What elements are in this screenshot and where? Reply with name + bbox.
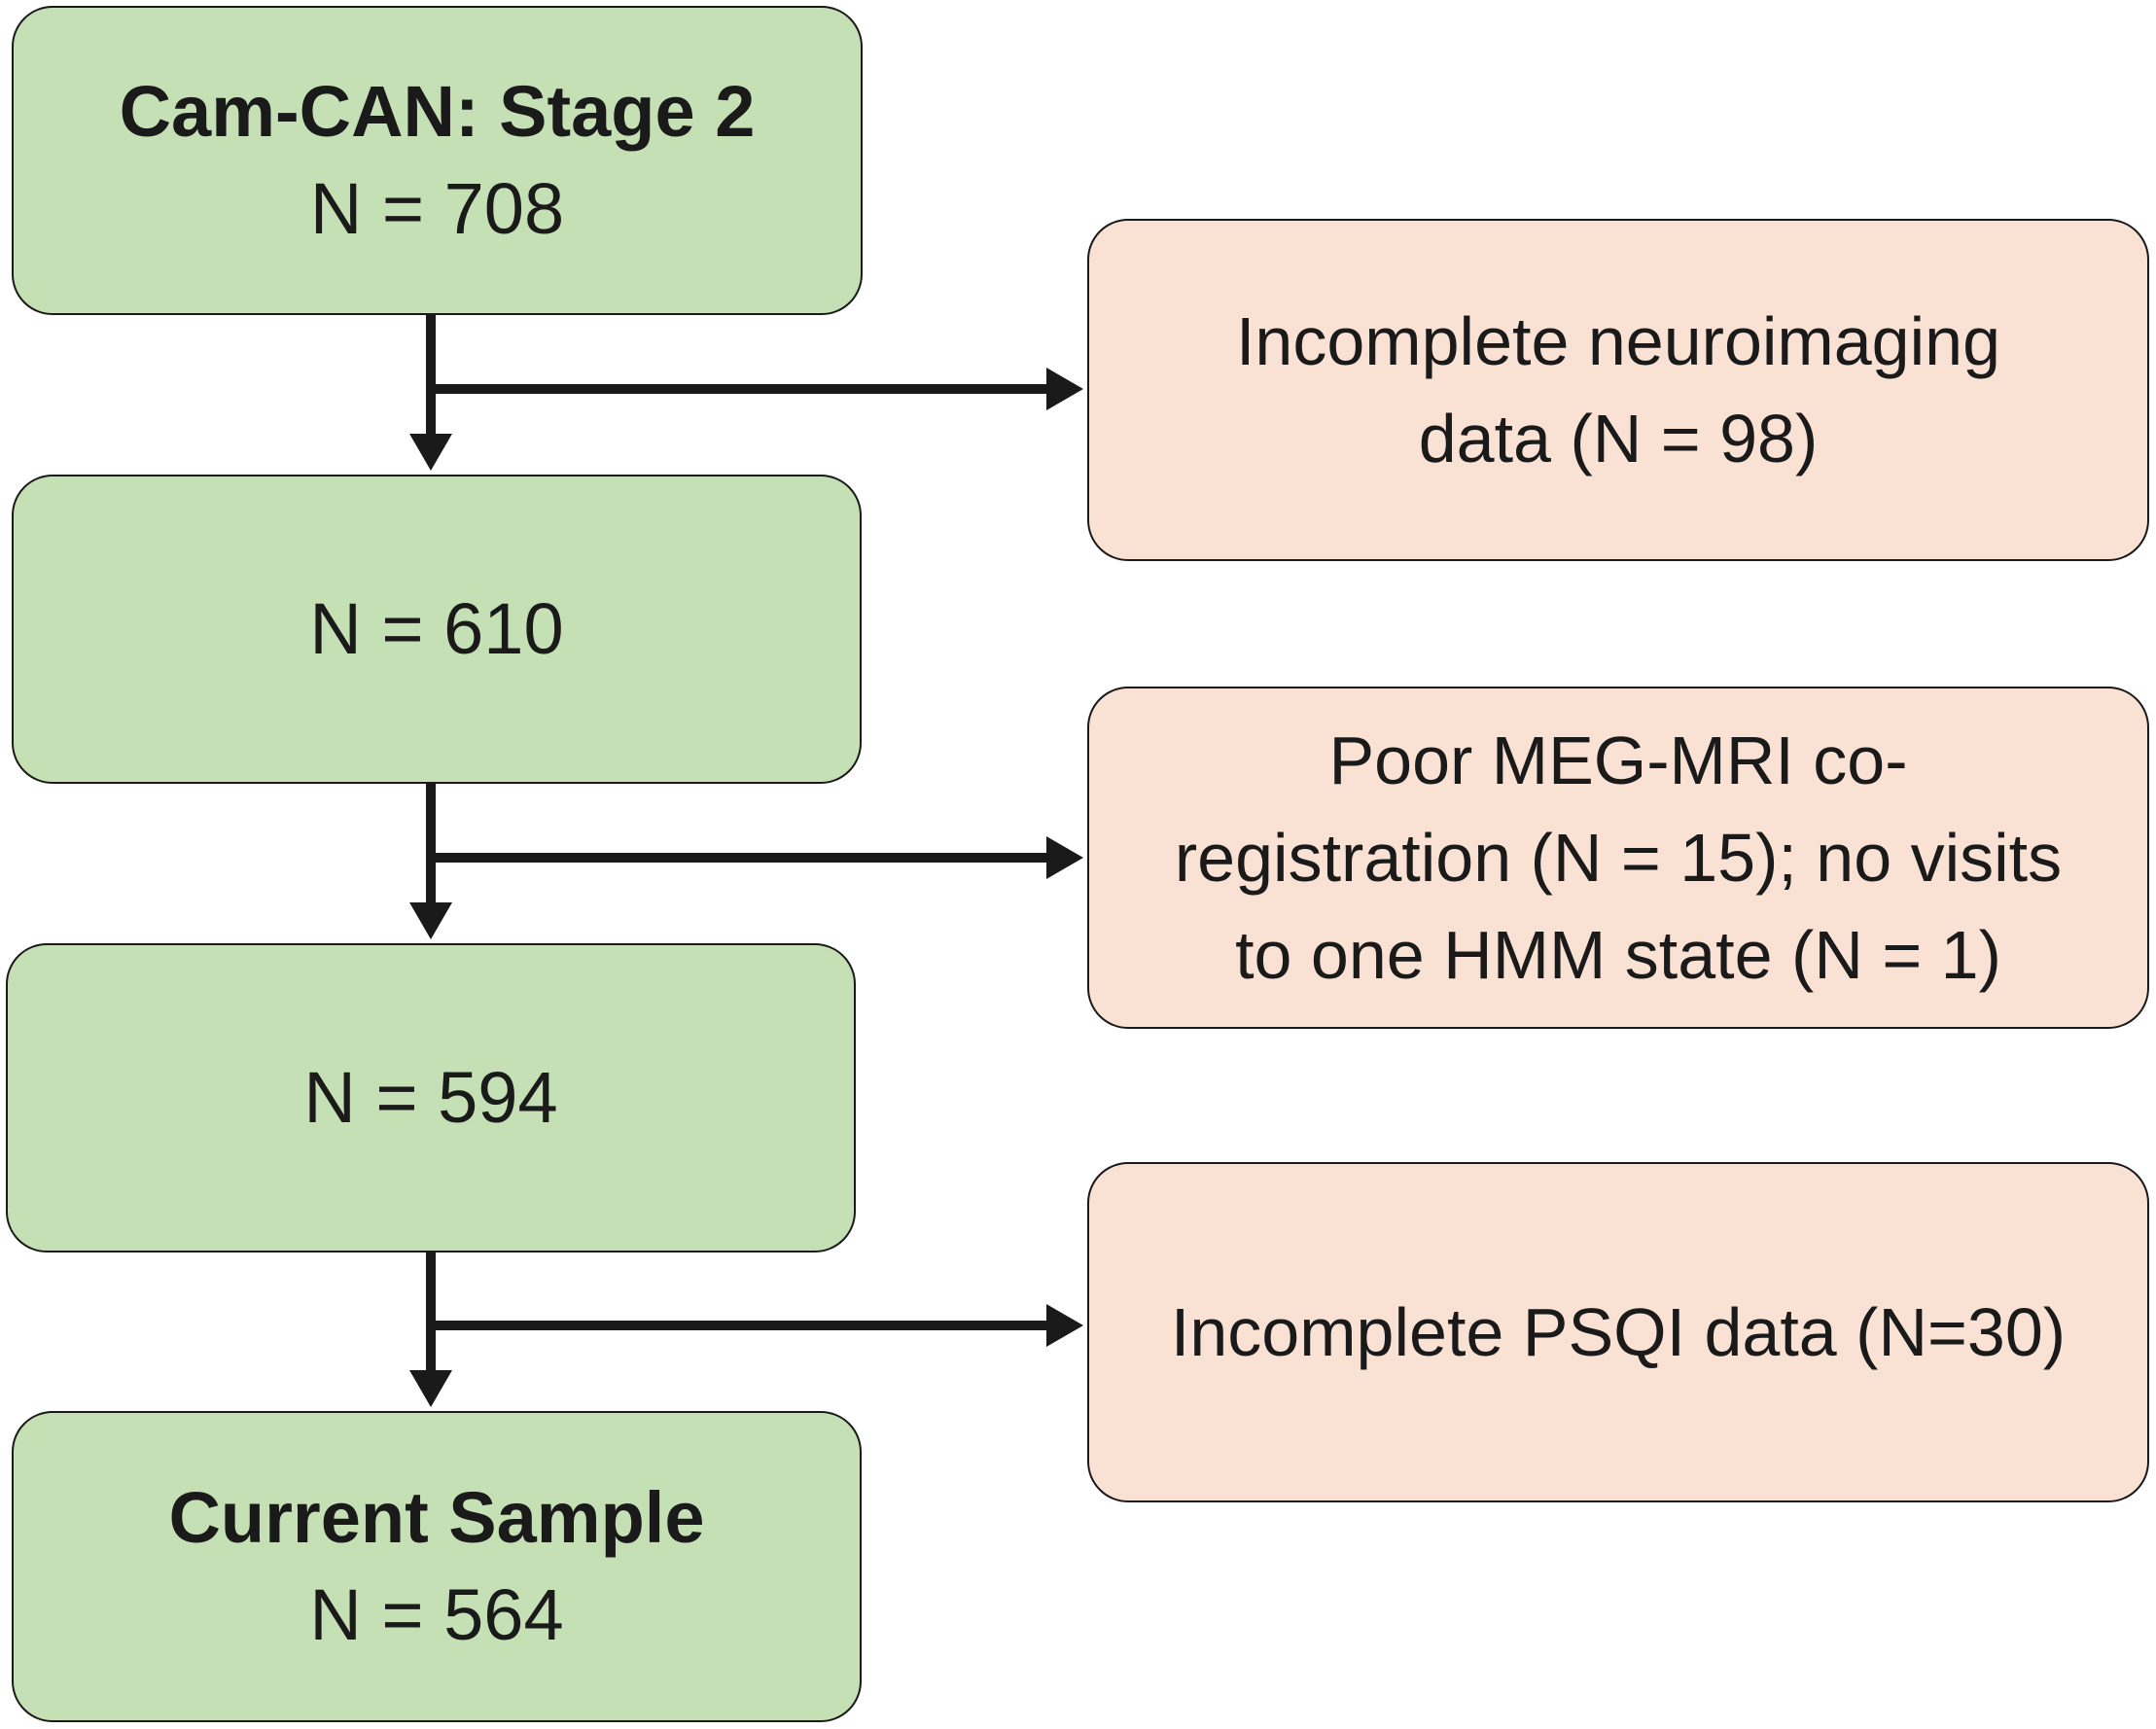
step-box-594: N = 594 [6,943,856,1253]
step-box-610: N = 610 [12,475,862,784]
step-box-stage2: Cam-CAN: Stage 2 N = 708 [12,6,863,315]
down-arrowhead [409,902,452,939]
connector-3 [409,1253,1083,1407]
connector-2 [409,784,1083,939]
step-box-current-sample: Current Sample N = 564 [12,1411,862,1722]
step-title: Cam-CAN: Stage 2 [119,71,756,152]
step-count: N = 708 [309,168,565,249]
exclusion-line: Incomplete PSQI data (N=30) [1170,1294,2067,1370]
exclusion-line: Poor MEG-MRI co- [1328,723,1908,798]
step-count: N = 610 [309,588,564,669]
exclusion-line: Incomplete neuroimaging [1235,303,2001,379]
exclusion-line: registration (N = 15); no visits [1174,820,2063,896]
exclusion-box-neuroimaging: Incomplete neuroimaging data (N = 98) [1087,219,2149,561]
down-arrowhead [409,1370,452,1407]
exclusion-box-psqi: Incomplete PSQI data (N=30) [1087,1162,2149,1502]
step-count: N = 594 [303,1057,558,1138]
side-arrowhead [1046,368,1083,410]
step-count: N = 564 [309,1574,564,1655]
exclusion-line: data (N = 98) [1418,401,1819,476]
exclusion-line: to one HMM state (N = 1) [1235,917,2001,993]
down-arrowhead [409,434,452,471]
exclusion-box-coregistration: Poor MEG-MRI co- registration (N = 15); … [1087,687,2149,1029]
side-arrowhead [1046,836,1083,879]
side-arrowhead [1046,1304,1083,1347]
connector-1 [409,315,1083,471]
step-title: Current Sample [168,1477,705,1558]
